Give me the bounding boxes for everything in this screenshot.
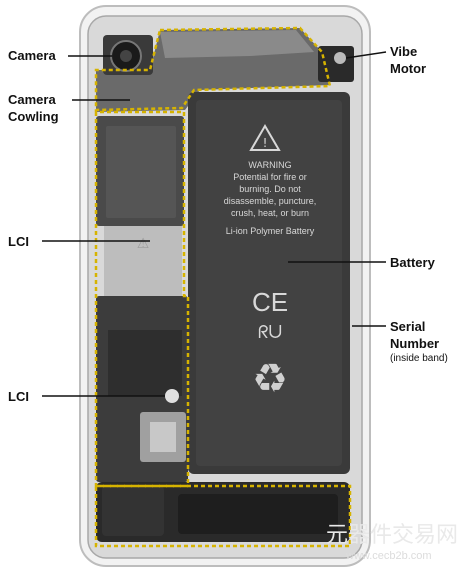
vibe-motor-screw bbox=[334, 52, 346, 64]
label-serial-number-2: Number bbox=[390, 336, 440, 351]
lci-dot-bottom bbox=[165, 389, 179, 403]
ce-mark: CE bbox=[251, 287, 289, 317]
battery-warning-title: WARNING bbox=[248, 160, 292, 170]
ul-mark: ᖇᑌ bbox=[257, 322, 282, 342]
battery-warning-exclaim: ! bbox=[263, 136, 268, 150]
speaker-enclosure bbox=[178, 494, 338, 534]
label-lci-top: LCI bbox=[8, 234, 29, 249]
battery-warning-line3: burning. Do not bbox=[239, 184, 301, 194]
camera-lens-core bbox=[120, 50, 132, 62]
label-serial-number-note: (inside band) bbox=[390, 353, 448, 364]
battery-warning-line2: Potential for fire or bbox=[233, 172, 307, 182]
dashed-outline-top bbox=[94, 26, 332, 112]
top-shield bbox=[160, 30, 314, 58]
callout-line-vibe bbox=[345, 51, 387, 59]
label-battery: Battery bbox=[390, 255, 435, 270]
bottom-left-block bbox=[102, 486, 164, 536]
battery-warning-triangle bbox=[249, 124, 281, 151]
dashed-outline-bottom bbox=[94, 484, 352, 548]
connector-bracket-inner bbox=[150, 422, 176, 452]
battery-warning-line5: crush, heat, or burn bbox=[230, 208, 310, 218]
watermark-chinese: 元器件交易网 bbox=[326, 522, 459, 547]
label-camera-cowling-1: Camera bbox=[8, 92, 56, 107]
label-serial-number-1: Serial bbox=[390, 319, 426, 334]
label-camera-cowling-2: Cowling bbox=[8, 109, 59, 124]
recycle-icon: ♻ bbox=[252, 356, 288, 402]
lci-sticker-top bbox=[104, 226, 182, 296]
battery-type-text: Li-ion Polymer Battery bbox=[225, 226, 315, 236]
left-shield-texture bbox=[106, 126, 176, 218]
label-camera: Camera bbox=[8, 48, 56, 63]
label-lci-bottom: LCI bbox=[8, 389, 29, 404]
lci-sticker-symbol: ⚠ bbox=[137, 236, 150, 252]
vibe-motor bbox=[318, 46, 354, 82]
battery-warning-line4: disassemble, puncture, bbox=[223, 196, 317, 206]
left-board-inner bbox=[108, 330, 182, 396]
label-vibe-motor-2: Motor bbox=[390, 61, 427, 76]
watermark-url: www.cecb2b.com bbox=[346, 550, 432, 562]
label-vibe-motor-1: Vibe bbox=[390, 44, 418, 59]
battery-highlight bbox=[196, 100, 342, 466]
